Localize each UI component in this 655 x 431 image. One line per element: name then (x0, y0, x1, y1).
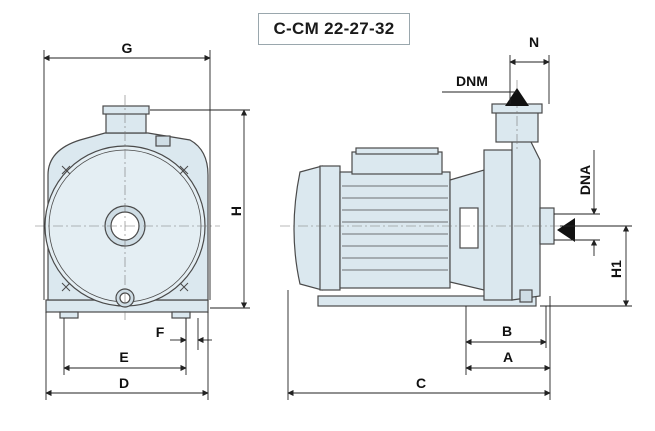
label-a: A (503, 349, 513, 365)
front-foot-left (59, 311, 79, 319)
label-g: G (122, 40, 133, 56)
side-dimensions (287, 55, 632, 400)
label-d: D (119, 375, 129, 391)
diagram-title: C-CM 22-27-32 (273, 19, 395, 38)
side-motor-body (339, 171, 451, 289)
front-outlet-flange (102, 105, 150, 115)
label-n: N (529, 34, 539, 50)
front-bolts (61, 165, 189, 292)
title-box: C-CM 22-27-32 (258, 13, 410, 45)
front-dimensions (43, 50, 250, 400)
side-fan-cover-band (319, 165, 341, 291)
label-h1: H1 (608, 260, 624, 278)
label-h: H (228, 206, 244, 216)
front-outlet-neck (105, 111, 147, 134)
label-c: C (416, 375, 426, 391)
outlet-flow-arrow (505, 88, 529, 106)
side-volute (511, 139, 541, 301)
label-dna: DNA (577, 165, 593, 195)
label-dnm: DNM (456, 73, 488, 89)
side-terminal-box (351, 151, 443, 175)
front-centerlines (35, 95, 220, 320)
side-pump-casing (483, 149, 513, 301)
side-base-bolt (519, 289, 533, 303)
side-terminal-lid (355, 147, 439, 155)
label-f: F (156, 324, 165, 340)
label-b: B (502, 323, 512, 339)
front-foot-right (171, 311, 191, 319)
front-view (35, 95, 220, 320)
side-cooling-fins (342, 185, 448, 271)
inlet-flow-arrow (557, 218, 575, 242)
front-fill-plug (155, 135, 171, 147)
side-adapter-window (459, 207, 479, 249)
label-e: E (119, 349, 128, 365)
side-view (280, 80, 570, 307)
side-fan-cover (293, 165, 323, 291)
side-base (317, 295, 537, 307)
